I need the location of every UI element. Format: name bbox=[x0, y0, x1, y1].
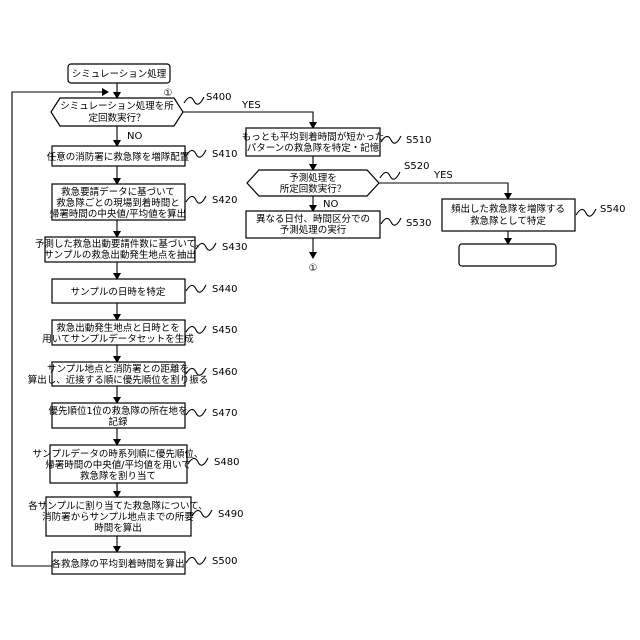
end-terminal bbox=[459, 244, 556, 266]
s460-line-2: 算出し、近接する順に優先順位を割り振る bbox=[28, 374, 209, 386]
s520-yes-label: YES bbox=[433, 170, 453, 181]
s400-line-2: 定回数実行？ bbox=[88, 112, 145, 124]
s520-line-2: 所定回数実行？ bbox=[280, 183, 347, 195]
s530-line-1: 異なる日付、時間区分での bbox=[256, 214, 370, 225]
s480-line-1: サンプルデータの時系列順に優先順位、 bbox=[33, 448, 204, 460]
s430-line-2: サンプルの救急出動発生地点を抽出 bbox=[44, 249, 196, 261]
s420-tag: S420 bbox=[212, 195, 237, 206]
s490-line-3: 時間を算出 bbox=[94, 522, 142, 534]
s490-line-1: 各サンプルに割り当てた救急隊について、 bbox=[28, 500, 207, 512]
connector-symbol-bottom: ① bbox=[309, 263, 318, 274]
s470-tag: S470 bbox=[212, 408, 237, 419]
s420-line-2: 救急隊ごとの現場到着時間と bbox=[56, 197, 179, 209]
s440-line-1: サンプルの日時を特定 bbox=[71, 286, 166, 298]
s500-line-1: 各救急隊の平均到着時間を算出 bbox=[51, 558, 184, 570]
s530-tag: S530 bbox=[406, 218, 431, 229]
s450-line-1: 救急出動発生地点と日時とを bbox=[56, 322, 180, 334]
s450-line-2: 用いてサンプルデータセットを生成 bbox=[42, 333, 194, 345]
s520-tag: S520 bbox=[404, 161, 429, 172]
s530-line-2: 予測処理の実行 bbox=[280, 224, 347, 236]
s420-line-1: 救急要請データに基づいて bbox=[61, 186, 175, 198]
s420-line-3: 帰署時間の中央値/平均値を算出 bbox=[50, 208, 186, 220]
s480-tag: S480 bbox=[214, 457, 239, 468]
s400-tag: S400 bbox=[206, 92, 231, 103]
s460-tag: S460 bbox=[212, 367, 237, 378]
leader-squiggles bbox=[184, 97, 596, 564]
connector-symbol-top: ① bbox=[164, 88, 173, 99]
s540-line-1: 頻出した救急隊を増隊する bbox=[451, 203, 565, 215]
s440-tag: S440 bbox=[212, 284, 237, 295]
s400-yes-label: YES bbox=[241, 100, 261, 111]
s490-tag: S490 bbox=[218, 509, 243, 520]
s470-line-1: 優先順位1位の救急隊の所在地を bbox=[48, 405, 187, 417]
s430-tag: S430 bbox=[222, 242, 247, 253]
s400-no-label: NO bbox=[127, 131, 142, 142]
s510-line-1: もっとも平均到着時間が短かった bbox=[242, 131, 385, 143]
s540-line-2: 救急隊として特定 bbox=[470, 215, 546, 227]
s510-tag: S510 bbox=[406, 135, 431, 146]
s480-line-3: 救急隊を割り当て bbox=[80, 470, 156, 482]
start-label: シミュレーション処理 bbox=[72, 68, 167, 80]
s520-no-label: NO bbox=[323, 199, 338, 210]
s460-line-1: サンプル地点と消防署との距離を bbox=[47, 363, 189, 375]
s410-tag: S410 bbox=[212, 149, 237, 160]
s450-tag: S450 bbox=[212, 325, 237, 336]
s510-line-2: パターンの救急隊を特定・記憶 bbox=[247, 142, 380, 154]
s430-line-1: 予測した救急出動要請件数に基づいて、 bbox=[35, 238, 205, 250]
s480-line-2: 帰署時間の中央値/平均値を用いて bbox=[45, 459, 190, 471]
s410-line-1: 任意の消防署に救急隊を増隊配置 bbox=[47, 151, 190, 163]
s400-line-1: シミュレーション処理を所 bbox=[60, 100, 174, 112]
s490-line-2: 消防署からサンプル地点までの所要 bbox=[42, 511, 194, 523]
s520-line-1: 予測処理を bbox=[289, 172, 337, 184]
s540-tag: S540 bbox=[600, 204, 625, 215]
s500-tag: S500 bbox=[212, 556, 237, 567]
s470-line-2: 記録 bbox=[108, 416, 128, 428]
